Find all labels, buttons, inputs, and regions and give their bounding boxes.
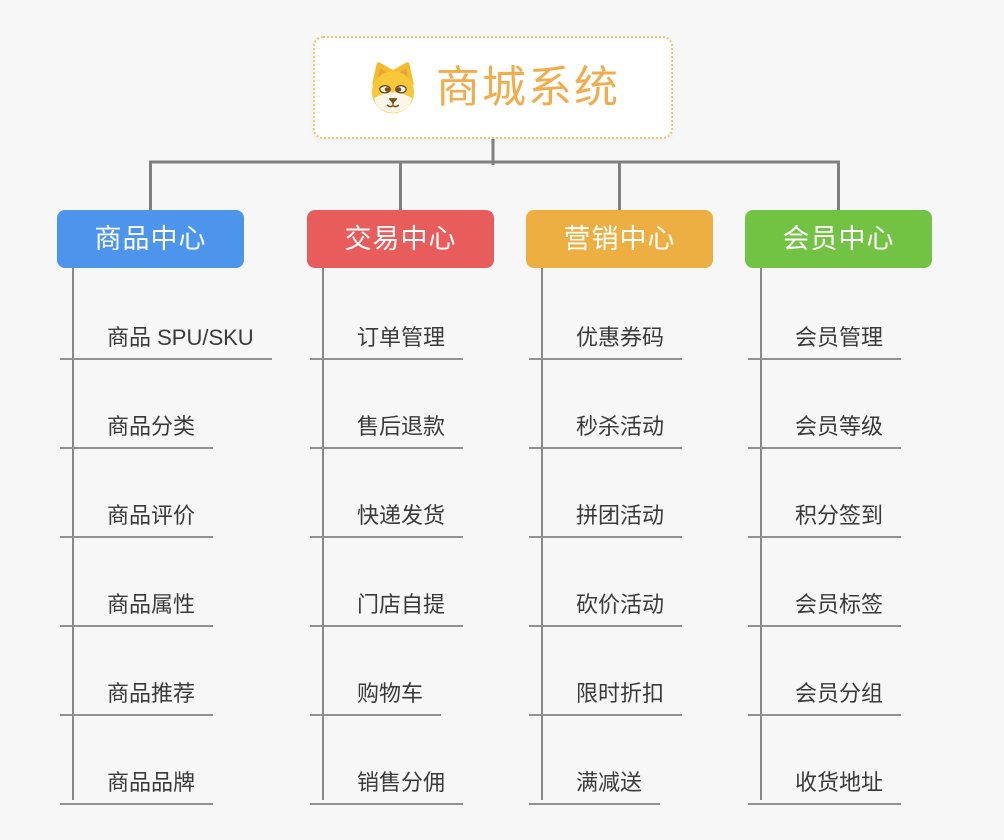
child-node[interactable]: 会员等级 — [748, 401, 902, 449]
child-node[interactable]: 售后退款 — [310, 401, 464, 449]
branch-label: 会员中心 — [782, 223, 895, 254]
branch-column-line — [760, 268, 762, 800]
child-node[interactable]: 购物车 — [310, 668, 442, 716]
root-node[interactable]: 商城系统 — [313, 36, 673, 139]
child-node[interactable]: 销售分佣 — [310, 757, 464, 805]
child-node[interactable]: 积分签到 — [748, 490, 902, 538]
dog-face-icon — [371, 61, 415, 113]
child-node[interactable]: 商品 SPU/SKU — [60, 312, 272, 360]
branch-node[interactable]: 会员中心 — [745, 210, 932, 268]
child-node[interactable]: 砍价活动 — [529, 579, 683, 627]
child-node[interactable]: 拼团活动 — [529, 490, 683, 538]
child-node[interactable]: 会员分组 — [748, 668, 902, 716]
child-node[interactable]: 商品属性 — [60, 579, 214, 627]
branch-label: 交易中心 — [344, 223, 457, 254]
child-node[interactable]: 会员管理 — [748, 312, 902, 360]
child-node[interactable]: 商品品牌 — [60, 757, 214, 805]
child-node[interactable]: 秒杀活动 — [529, 401, 683, 449]
child-node[interactable]: 门店自提 — [310, 579, 464, 627]
root-title: 商城系统 — [436, 62, 620, 112]
child-node[interactable]: 优惠券码 — [529, 312, 683, 360]
branch-column-line — [541, 268, 543, 800]
child-node[interactable]: 商品分类 — [60, 401, 214, 449]
branch-node[interactable]: 商品中心 — [57, 210, 244, 268]
child-node[interactable]: 快递发货 — [310, 490, 464, 538]
child-node[interactable]: 商品评价 — [60, 490, 214, 538]
child-node[interactable]: 限时折扣 — [529, 668, 683, 716]
branch-label: 商品中心 — [94, 223, 207, 254]
branch-column-line — [322, 268, 324, 800]
child-node[interactable]: 订单管理 — [310, 312, 464, 360]
child-node[interactable]: 收货地址 — [748, 757, 902, 805]
branch-node[interactable]: 交易中心 — [307, 210, 494, 268]
child-node[interactable]: 满减送 — [529, 757, 661, 805]
child-node[interactable]: 会员标签 — [748, 579, 902, 627]
branch-label: 营销中心 — [563, 223, 676, 254]
branch-node[interactable]: 营销中心 — [526, 210, 713, 268]
child-node[interactable]: 商品推荐 — [60, 668, 214, 716]
branch-column-line — [72, 268, 74, 800]
